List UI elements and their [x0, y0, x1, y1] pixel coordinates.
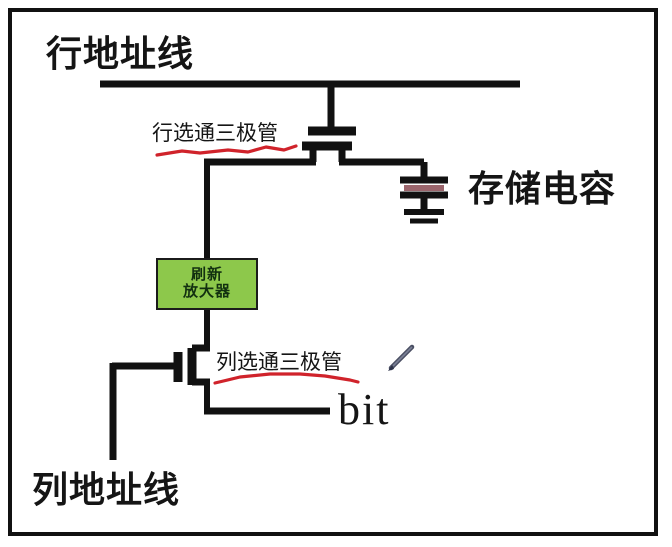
column-select-transistor-label: 列选通三极管 — [216, 350, 342, 374]
diagram-frame — [8, 8, 658, 536]
row-select-transistor-label: 行选通三极管 — [152, 121, 278, 145]
storage-capacitor-label: 存储电容 — [468, 169, 617, 209]
refresh-amplifier-line-1: 刷新 — [190, 266, 223, 283]
refresh-amplifier-box: 刷新 放大器 — [156, 258, 258, 310]
row-address-line-label: 行地址线 — [46, 34, 195, 74]
column-address-line-label: 列地址线 — [32, 470, 181, 510]
bit-line-label: bit — [338, 385, 391, 434]
refresh-amplifier-line-2: 放大器 — [182, 284, 231, 300]
